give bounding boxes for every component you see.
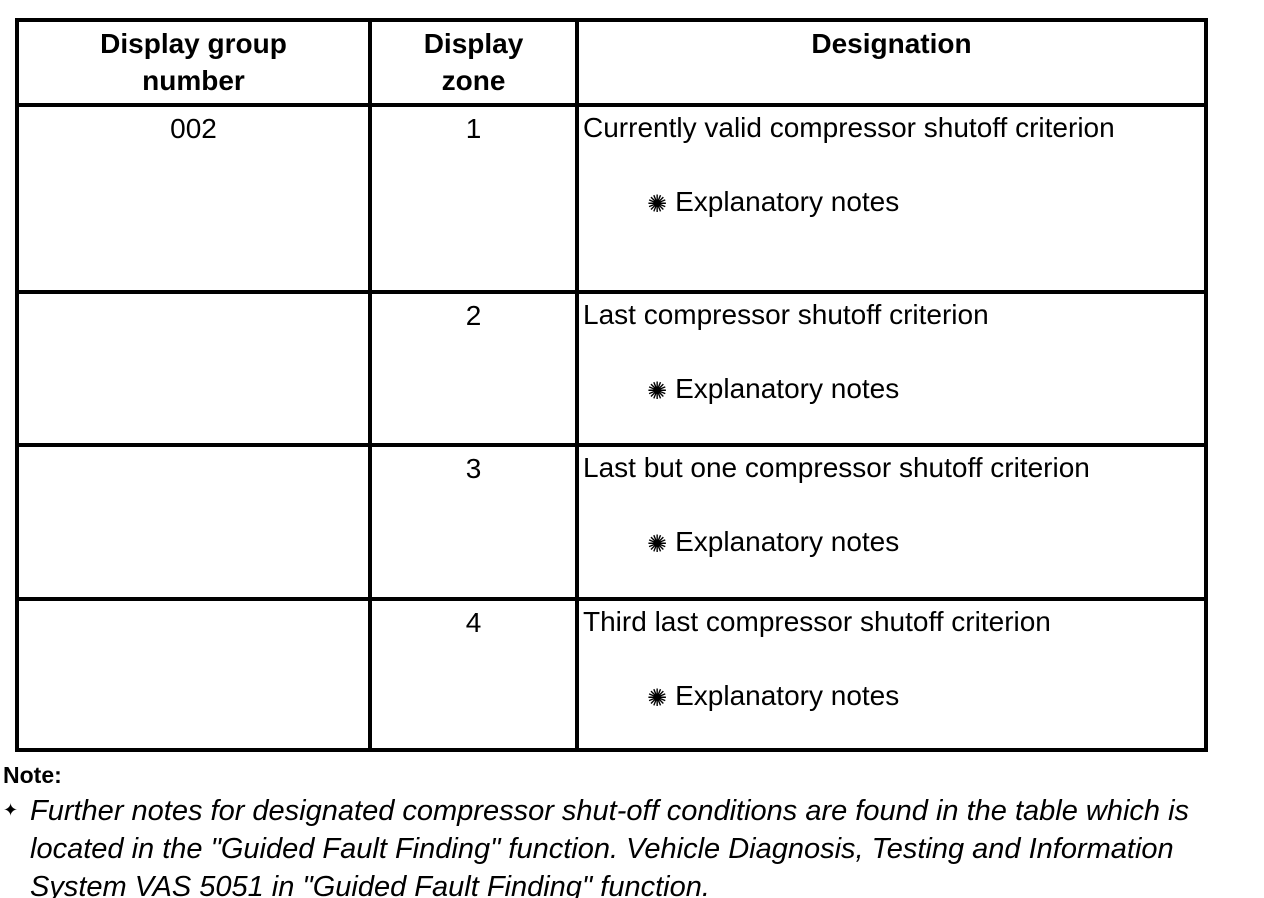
note-title: Note: — [3, 762, 62, 788]
explanatory-notes-label: Explanatory notes — [675, 680, 900, 711]
note-body: ✦ Further notes for designated compresso… — [3, 792, 1253, 898]
designation-text: Third last compressor shutoff criterion — [583, 606, 1051, 637]
display-group-number-cell: 002 — [15, 103, 372, 294]
table-row: 002 1 Currently valid compressor shutoff… — [15, 103, 1208, 294]
table-row: 3 Last but one compressor shutoff criter… — [15, 443, 1208, 601]
designation-cell: Currently valid compressor shutoff crite… — [575, 103, 1208, 294]
designation-cell: Third last compressor shutoff criterion … — [575, 597, 1208, 752]
display-zone-cell: 4 — [368, 597, 579, 752]
explanatory-notes-line: ✺Explanatory notes — [647, 523, 1198, 563]
designation-text: Last compressor shutoff criterion — [583, 299, 989, 330]
spacer — [583, 333, 1198, 370]
header-display-zone: Display zone — [368, 18, 579, 107]
explanatory-notes-line: ✺Explanatory notes — [647, 183, 1198, 223]
explanatory-notes-label: Explanatory notes — [675, 373, 900, 404]
explanatory-notes-line: ✺Explanatory notes — [647, 677, 1198, 717]
display-groups-table: Display group number Display zone Design… — [15, 18, 1208, 752]
spacer — [583, 146, 1198, 183]
table-row: 2 Last compressor shutoff criterion ✺Exp… — [15, 290, 1208, 447]
display-group-number-cell — [15, 290, 372, 447]
note-text: Further notes for designated compressor … — [30, 795, 1190, 898]
designation-cell: Last but one compressor shutoff criterio… — [575, 443, 1208, 601]
starburst-bullet-icon: ✺ — [647, 684, 668, 712]
designation-text: Last but one compressor shutoff criterio… — [583, 452, 1090, 483]
display-zone-cell: 3 — [368, 443, 579, 601]
display-group-number-cell — [15, 597, 372, 752]
starburst-bullet-icon: ✺ — [647, 377, 668, 405]
explanatory-notes-label: Explanatory notes — [675, 526, 900, 557]
designation-text: Currently valid compressor shutoff crite… — [583, 112, 1115, 143]
spacer — [583, 486, 1198, 523]
header-row: Display group number Display zone Design… — [15, 18, 1208, 107]
note-bullet-icon: ✦ — [3, 800, 19, 821]
explanatory-notes-line: ✺Explanatory notes — [647, 370, 1198, 410]
starburst-bullet-icon: ✺ — [647, 530, 668, 558]
explanatory-notes-label: Explanatory notes — [675, 186, 900, 217]
starburst-bullet-icon: ✺ — [647, 190, 668, 218]
designation-cell: Last compressor shutoff criterion ✺Expla… — [575, 290, 1208, 447]
table-row: 4 Third last compressor shutoff criterio… — [15, 597, 1208, 752]
spacer — [583, 640, 1198, 677]
footnote-block: Note: ✦ Further notes for designated com… — [3, 760, 1253, 898]
header-display-group-number: Display group number — [15, 18, 372, 107]
header-designation: Designation — [575, 18, 1208, 107]
display-group-number-cell — [15, 443, 372, 601]
display-zone-cell: 2 — [368, 290, 579, 447]
display-zone-cell: 1 — [368, 103, 579, 294]
